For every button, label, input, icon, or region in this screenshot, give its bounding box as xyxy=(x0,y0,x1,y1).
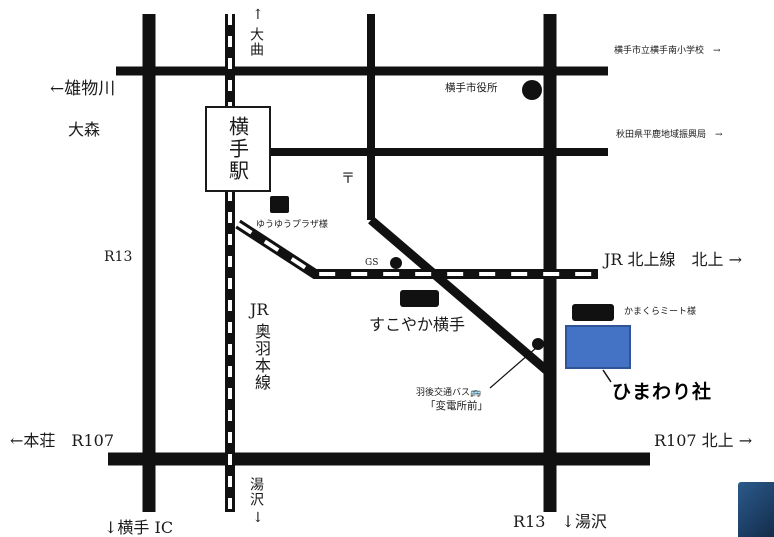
yokote-station-name: 横手駅 xyxy=(225,116,250,182)
north-arrow: ↑ xyxy=(252,7,264,23)
sukoyaka-marker xyxy=(400,290,439,307)
landmark-bus-stop: 「変電所前」 xyxy=(425,400,488,412)
road-diagonal xyxy=(368,216,555,379)
label-jr-ou-jr: JR xyxy=(250,300,269,319)
kamakura-meat-marker xyxy=(572,304,614,321)
yokote-station: 横手駅 xyxy=(205,106,271,192)
landmark-kamakura-meat: かまくらミート様 xyxy=(624,307,697,317)
corner-image-fragment xyxy=(738,482,774,537)
south-arrow: ↓ xyxy=(252,510,264,526)
gs-marker xyxy=(390,257,402,269)
destination-pointer xyxy=(602,369,612,383)
rail-kitakami-line xyxy=(235,219,598,279)
north-city-omagari: 大曲 xyxy=(248,27,264,57)
city-office-marker xyxy=(522,80,542,100)
label-r13-left: R13 xyxy=(104,249,133,265)
label-jr-kitakami-line: JR 北上線 北上 → xyxy=(604,250,743,269)
landmark-regional-office: 秋田県平鹿地域振興局 → xyxy=(616,130,723,140)
landmark-bus-company: 羽後交通バス🚌 xyxy=(416,388,482,398)
destination-label: ひまわり社 xyxy=(612,381,713,403)
bus-stop-marker xyxy=(532,338,544,350)
label-omonogawa: ←雄物川 xyxy=(50,79,116,99)
destination-himawari-sha xyxy=(565,325,631,369)
label-omori: 大森 xyxy=(68,120,101,139)
landmark-school: 横手市立横手南小学校 → xyxy=(614,46,721,56)
label-honjo-r107: ←本荘 R107 xyxy=(10,431,114,450)
yuyu-plaza-marker xyxy=(270,196,289,213)
label-r13-bottom: R13 ↓湯沢 xyxy=(513,512,607,531)
label-gs: GS xyxy=(365,258,379,268)
landmark-city-office: 横手市役所 xyxy=(445,82,498,94)
south-city-yuzawa: 湯沢 xyxy=(248,477,264,507)
bus-stop-pointer xyxy=(489,347,537,389)
landmark-yuyu-plaza: ゆうゆうプラザ様 xyxy=(256,220,328,230)
label-r107-right: R107 北上 → xyxy=(654,431,753,450)
label-yokote-ic: ↓横手 IC xyxy=(104,518,174,537)
label-post-office: 〒 xyxy=(341,171,355,187)
label-jr-ou-main-line: 奥羽本線 xyxy=(252,323,271,391)
landmark-sukoyaka-yokote: すこやか横手 xyxy=(369,315,466,334)
